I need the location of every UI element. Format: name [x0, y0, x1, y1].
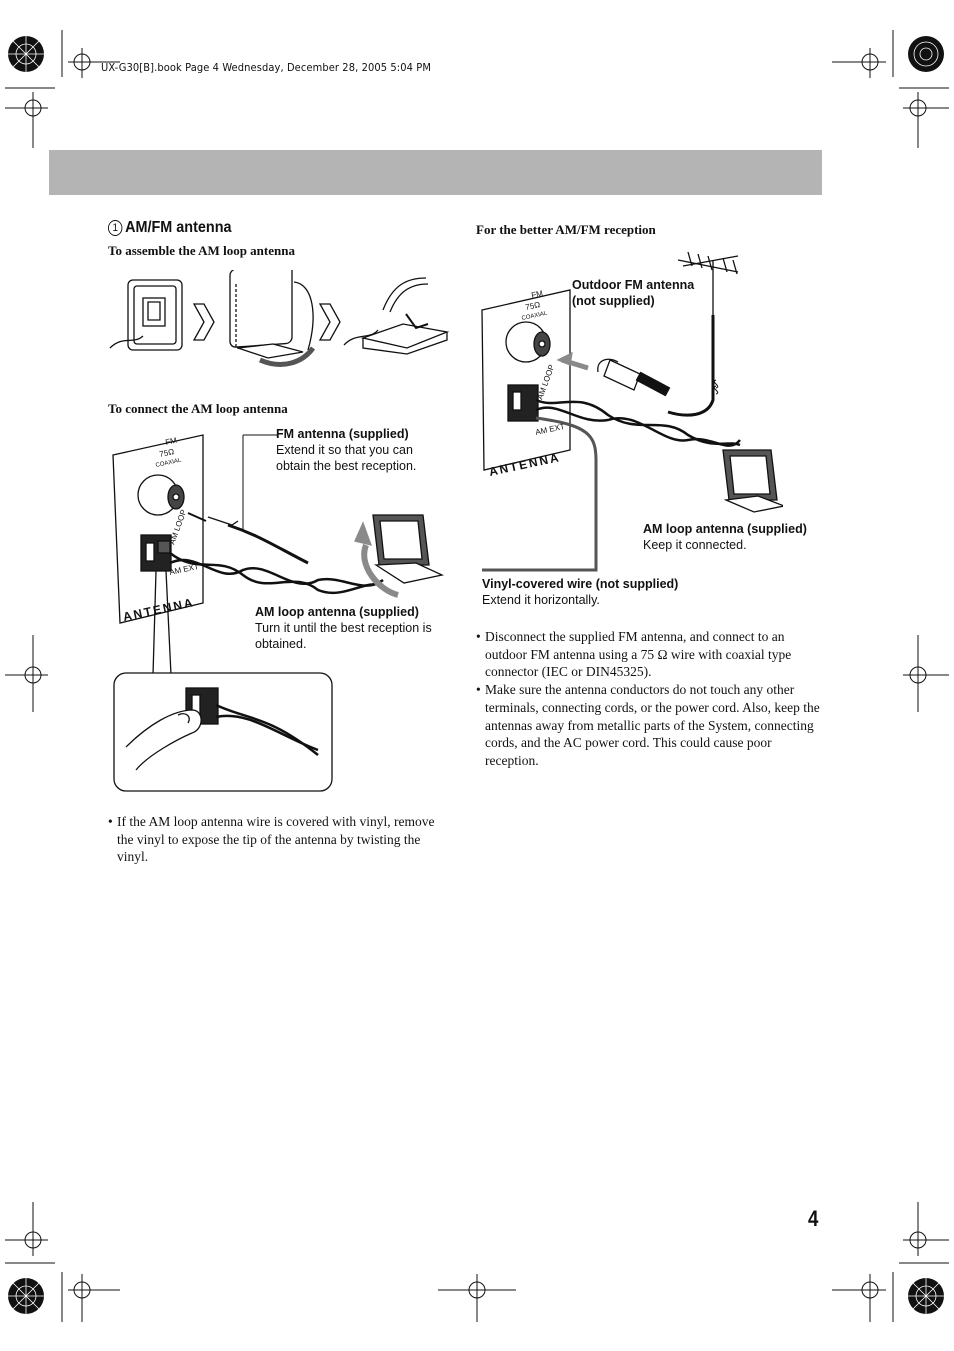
connect-heading: To connect the AM loop antenna	[108, 401, 288, 416]
left-bullet-list: If the AM loop antenna wire is covered w…	[108, 813, 454, 866]
fm-antenna-caption-title: FM antenna (supplied)	[276, 427, 409, 441]
am-loop-caption-left-line2: obtained.	[255, 637, 307, 651]
assembly-illustration	[109, 270, 450, 367]
outdoor-antenna-caption-line1: Outdoor FM antenna	[572, 278, 695, 292]
fm-antenna-caption: FM antenna (supplied) Extend it so that …	[276, 426, 416, 474]
am-connection-illustration: FM 75Ω COAXIAL AM LOOP AM EXT ANTENNA	[112, 434, 445, 792]
right-bullet-list: Disconnect the supplied FM antenna, and …	[476, 628, 822, 770]
outdoor-antenna-caption: Outdoor FM antenna (not supplied)	[572, 277, 694, 309]
am-loop-caption-left-line1: Turn it until the best reception is	[255, 621, 432, 635]
fm-antenna-caption-line2: obtain the best reception.	[276, 459, 417, 473]
right-bullet-item-2: Make sure the antenna conductors do not …	[476, 681, 822, 770]
section-title-text: AM/FM antenna	[125, 219, 232, 236]
am-loop-caption-right-line1: Keep it connected.	[643, 538, 747, 552]
section-header-bar	[49, 150, 822, 195]
left-bullet-item: If the AM loop antenna wire is covered w…	[108, 813, 454, 866]
am-loop-caption-left: AM loop antenna (supplied) Turn it until…	[255, 604, 432, 652]
section-title: 1 AM/FM antenna	[108, 219, 231, 237]
right-bullet-item-1: Disconnect the supplied FM antenna, and …	[476, 628, 822, 681]
outdoor-antenna-illustration: FM 75Ω COAXIAL AM LOOP AM EXT ANTENNA	[481, 251, 783, 572]
outdoor-antenna-caption-line2: (not supplied)	[572, 294, 655, 308]
panel-label-fm: FM	[165, 436, 178, 447]
page-number: 4	[808, 1206, 819, 1231]
am-loop-caption-left-title: AM loop antenna (supplied)	[255, 605, 419, 619]
am-loop-caption-right: AM loop antenna (supplied) Keep it conne…	[643, 521, 807, 553]
book-header: UX-G30[B].book Page 4 Wednesday, Decembe…	[101, 61, 431, 74]
vinyl-wire-caption-line1: Extend it horizontally.	[482, 593, 600, 607]
assemble-heading: To assemble the AM loop antenna	[108, 243, 295, 258]
panel-label-ohm: 75Ω	[159, 447, 175, 459]
panel-label-coaxial-right: COAXIAL	[521, 311, 548, 322]
panel-label-ohm-right: 75Ω	[525, 300, 541, 312]
section-number-icon: 1	[108, 220, 123, 236]
vinyl-wire-caption: Vinyl-covered wire (not supplied) Extend…	[482, 576, 678, 608]
fm-antenna-caption-line1: Extend it so that you can	[276, 443, 413, 457]
vinyl-wire-caption-title: Vinyl-covered wire (not supplied)	[482, 577, 679, 591]
reception-heading: For the better AM/FM reception	[476, 222, 656, 237]
am-loop-caption-right-title: AM loop antenna (supplied)	[643, 522, 807, 536]
panel-label-fm-right: FM	[531, 289, 544, 300]
panel-label-coaxial: COAXIAL	[155, 458, 182, 469]
